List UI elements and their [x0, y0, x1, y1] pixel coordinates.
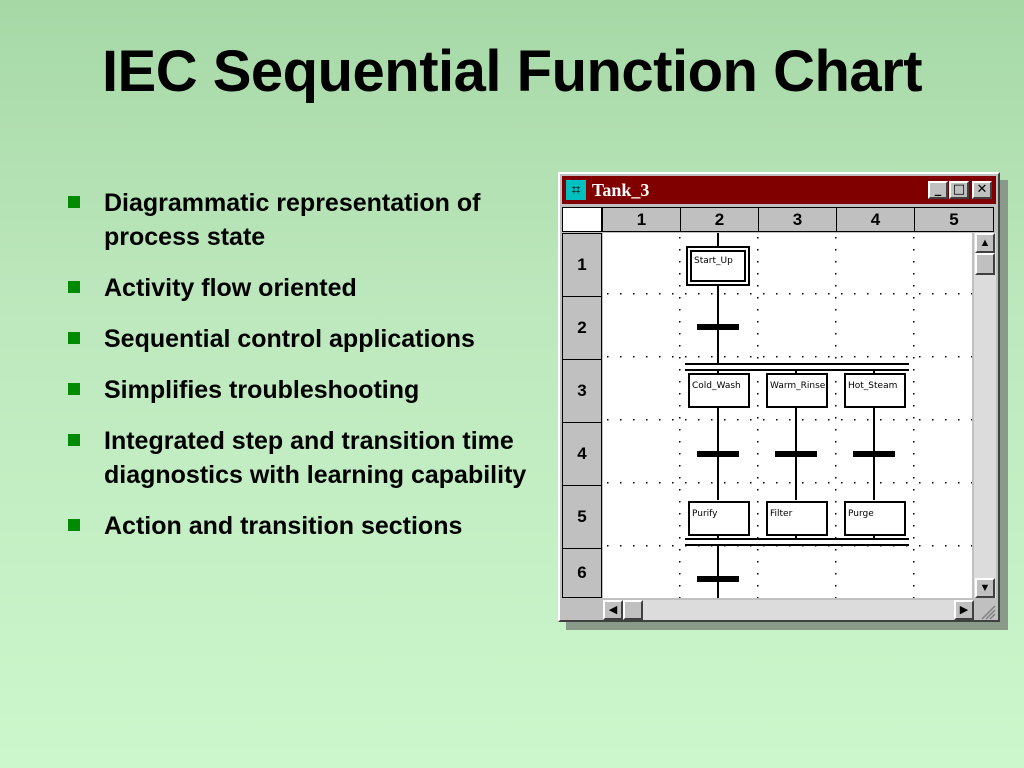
arrow-up-icon[interactable]: ▲ [975, 233, 995, 253]
step-label-hot-steam: Hot_Steam [848, 381, 897, 391]
steps [686, 246, 906, 536]
bullet-text: Diagrammatic representation of process s… [104, 189, 481, 251]
row-header-3[interactable]: 3 [562, 359, 602, 423]
bullet-item: Activity flow oriented [68, 271, 528, 305]
column-header-1[interactable]: 1 [602, 207, 681, 232]
horizontal-scroll-thumb[interactable] [623, 600, 643, 620]
step-label-purge: Purge [848, 509, 874, 519]
row-header-2[interactable]: 2 [562, 296, 602, 360]
bullet-square-icon [68, 383, 80, 395]
transition-bar[interactable] [697, 324, 739, 330]
vertical-scroll-thumb[interactable] [975, 253, 995, 275]
initial-step-inner[interactable] [690, 250, 746, 282]
step-box[interactable] [688, 501, 750, 536]
row-header-6[interactable]: 6 [562, 548, 602, 598]
horizontal-scrollbar[interactable]: ◀ ▶ [603, 600, 974, 620]
resize-grip-icon[interactable] [974, 600, 996, 620]
step-label-start-up: Start_Up [694, 256, 733, 266]
sfc-window: ⌗ Tank_3 _ □ ✕ 1 2 3 4 5 1 2 3 4 5 6 [558, 172, 1008, 630]
arrow-left-icon[interactable]: ◀ [603, 600, 623, 620]
row-header-5[interactable]: 5 [562, 485, 602, 549]
column-header-5[interactable]: 5 [914, 207, 994, 232]
column-header-3[interactable]: 3 [758, 207, 837, 232]
transition-bar[interactable] [697, 451, 739, 457]
bullet-text: Action and transition sections [104, 512, 463, 540]
arrow-down-icon[interactable]: ▼ [975, 578, 995, 598]
window-title: Tank_3 [592, 180, 650, 200]
minimize-button[interactable]: _ [928, 181, 948, 199]
step-box[interactable] [766, 373, 828, 408]
step-box[interactable] [688, 373, 750, 408]
column-header-4[interactable]: 4 [836, 207, 915, 232]
maximize-button[interactable]: □ [949, 181, 969, 199]
transition-bar[interactable] [697, 576, 739, 582]
transitions [697, 324, 895, 582]
bullet-text: Sequential control applications [104, 325, 475, 353]
slide-title: IEC Sequential Function Chart [101, 39, 923, 104]
bullet-item: Sequential control applications [68, 322, 528, 356]
step-label-warm-rinse: Warm_Rinse [770, 381, 826, 391]
sfc-app-icon[interactable]: ⌗ [566, 180, 586, 200]
bullet-list: Diagrammatic representation of process s… [68, 186, 528, 560]
bullet-square-icon [68, 434, 80, 446]
bullet-item: Integrated step and transition time diag… [68, 424, 528, 492]
bullet-item: Diagrammatic representation of process s… [68, 186, 528, 254]
grid-dots [607, 237, 972, 598]
transition-bar[interactable] [775, 451, 817, 457]
step-label-cold-wash: Cold_Wash [692, 381, 741, 391]
window-titlebar[interactable]: ⌗ Tank_3 _ □ ✕ [562, 176, 996, 204]
bullet-square-icon [68, 332, 80, 344]
row-header-1[interactable]: 1 [562, 233, 602, 297]
bullet-text: Simplifies troubleshooting [104, 376, 420, 404]
column-header-2[interactable]: 2 [680, 207, 759, 232]
bullet-item: Action and transition sections [68, 509, 528, 543]
window-frame: ⌗ Tank_3 _ □ ✕ 1 2 3 4 5 1 2 3 4 5 6 [558, 172, 1000, 622]
step-box[interactable] [844, 373, 906, 408]
bullet-square-icon [68, 281, 80, 293]
row-header-4[interactable]: 4 [562, 422, 602, 486]
step-label-purify: Purify [692, 509, 718, 519]
bullet-text: Integrated step and transition time diag… [104, 427, 527, 489]
vertical-scrollbar[interactable]: ▲ ▼ [974, 233, 996, 598]
transition-bar[interactable] [853, 451, 895, 457]
bullet-text: Activity flow oriented [104, 274, 357, 302]
arrow-right-icon[interactable]: ▶ [954, 600, 974, 620]
parallel-branch-lines [685, 363, 909, 546]
step-box[interactable] [844, 501, 906, 536]
step-label-filter: Filter [770, 509, 793, 519]
header-corner [562, 207, 602, 232]
sfc-diagram-canvas[interactable]: Start_Up Cold_Wash Warm_Rinse Hot_Steam … [603, 233, 972, 598]
bullet-square-icon [68, 196, 80, 208]
step-box[interactable] [766, 501, 828, 536]
bullet-item: Simplifies troubleshooting [68, 373, 528, 407]
bullet-square-icon [68, 519, 80, 531]
sfc-links [717, 233, 875, 598]
close-button[interactable]: ✕ [972, 181, 992, 199]
